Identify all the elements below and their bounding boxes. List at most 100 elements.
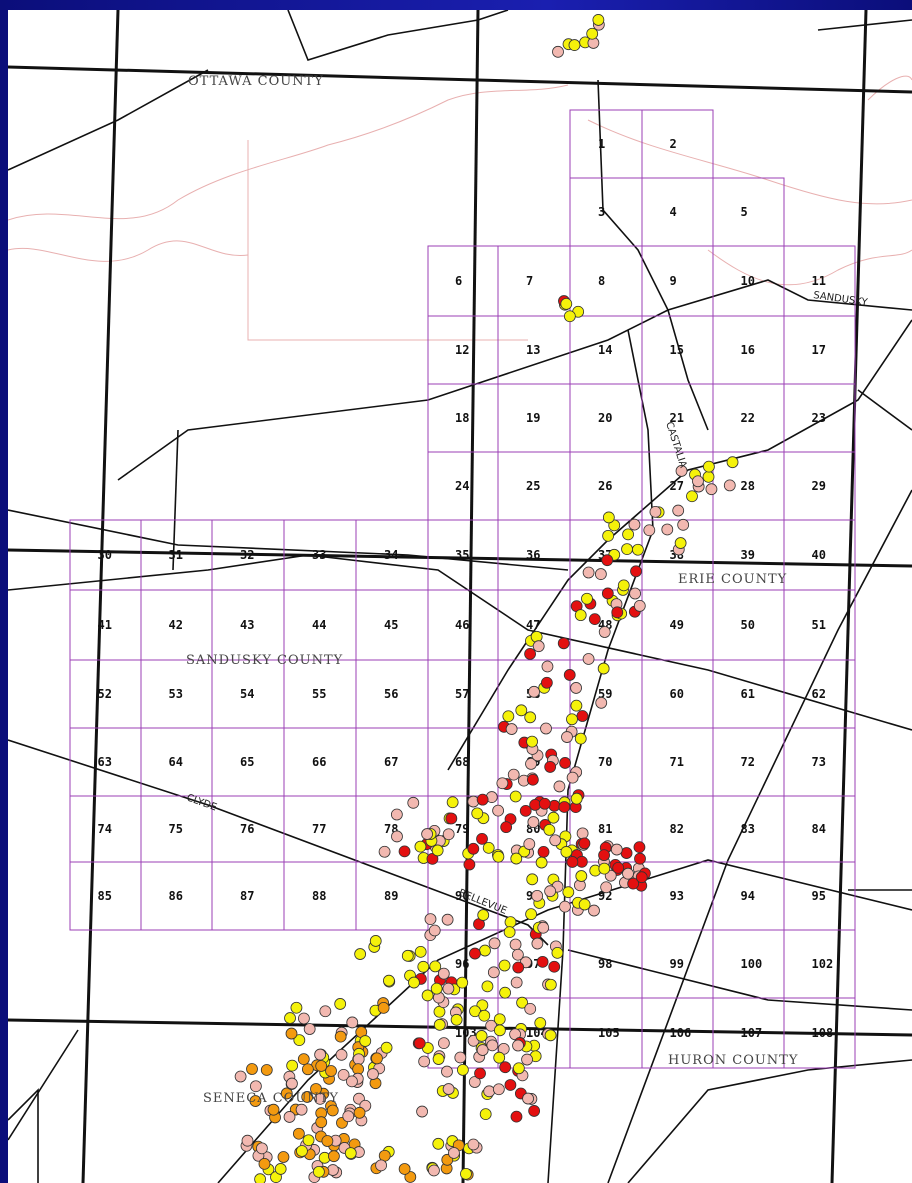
occurrence-point xyxy=(454,1051,467,1064)
occurrence-point xyxy=(476,793,489,806)
occurrence-point xyxy=(568,39,581,51)
occurrence-point xyxy=(570,699,583,712)
occurrence-point xyxy=(617,579,630,592)
occurrence-point xyxy=(284,1012,296,1024)
occurrence-point xyxy=(408,976,420,989)
grid-cell-number: 26 xyxy=(598,479,612,493)
occurrence-point xyxy=(522,1092,534,1105)
occurrence-point xyxy=(600,881,613,894)
occurrence-point xyxy=(574,609,587,622)
occurrence-point xyxy=(321,1135,334,1147)
grid-cell xyxy=(783,997,856,1069)
grid-cell-number: 2 xyxy=(670,137,677,151)
occurrence-point xyxy=(474,1067,486,1080)
grid-cell-number: 41 xyxy=(98,618,112,632)
occurrence-point xyxy=(241,1134,254,1147)
occurrence-point xyxy=(528,1105,541,1117)
occurrence-point xyxy=(442,1083,455,1095)
occurrence-point xyxy=(254,1173,267,1183)
occurrence-point xyxy=(383,974,395,987)
occurrence-point xyxy=(675,465,688,477)
occurrence-point xyxy=(298,1012,310,1025)
occurrence-point xyxy=(559,757,571,769)
grid-cell-number: 14 xyxy=(598,343,612,357)
occurrence-point xyxy=(549,834,562,847)
occurrence-point xyxy=(431,844,444,857)
occurrence-point xyxy=(260,1064,273,1076)
grid-cell-number: 63 xyxy=(98,755,112,769)
occurrence-point xyxy=(634,852,646,865)
occurrence-point xyxy=(519,804,532,817)
occurrence-point xyxy=(557,637,570,650)
grid-cell-number: 39 xyxy=(741,548,755,562)
grid-cell xyxy=(712,177,785,247)
occurrence-point xyxy=(692,475,704,488)
occurrence-point xyxy=(588,904,600,917)
occurrence-point xyxy=(543,823,556,836)
occurrence-point xyxy=(499,986,511,999)
occurrence-point xyxy=(531,937,544,950)
occurrence-point xyxy=(612,861,625,874)
occurrence-point xyxy=(633,841,646,854)
grid-cell-number: 28 xyxy=(741,479,755,493)
occurrence-point xyxy=(702,470,715,483)
occurrence-point xyxy=(493,1051,506,1064)
occurrence-point xyxy=(512,961,525,974)
lake-shoreline xyxy=(8,75,912,341)
occurrence-point xyxy=(421,828,434,840)
township-grid xyxy=(69,109,856,1069)
occurrence-point xyxy=(414,945,427,958)
occurrence-point xyxy=(353,1106,366,1119)
occurrence-point xyxy=(702,460,715,473)
grid-cell-number: 81 xyxy=(598,822,612,836)
occurrence-point xyxy=(570,792,583,805)
occurrence-point xyxy=(258,1157,271,1170)
occurrence-point xyxy=(359,1035,372,1047)
occurrence-point xyxy=(510,852,523,865)
grid-cell-number: 68 xyxy=(455,755,469,769)
occurrence-point xyxy=(574,732,587,745)
occurrence-point xyxy=(450,1013,463,1026)
occurrence-point xyxy=(536,955,549,968)
grid-cell-number: 7 xyxy=(526,274,533,288)
grid-cell-number: 107 xyxy=(741,1026,763,1040)
grid-cell-number: 82 xyxy=(670,822,684,836)
occurrence-point xyxy=(581,592,593,605)
occurrence-point xyxy=(432,1137,445,1150)
occurrence-point xyxy=(674,537,687,549)
occurrence-point xyxy=(525,908,537,921)
occurrence-point xyxy=(629,587,641,600)
occurrence-point xyxy=(498,959,511,972)
occurrence-point xyxy=(602,511,615,524)
occurrence-point xyxy=(380,1041,393,1054)
grid-cell-number: 1 xyxy=(598,137,605,151)
occurrence-point xyxy=(633,599,646,612)
occurrence-point xyxy=(460,1167,472,1180)
grid-cell-number: 104 xyxy=(526,1026,548,1040)
occurrence-point xyxy=(527,816,540,828)
occurrence-point xyxy=(297,1053,310,1066)
occurrence-point xyxy=(482,841,495,854)
occurrence-point xyxy=(544,761,557,773)
grid-cell-number: 6 xyxy=(455,274,462,288)
occurrence-point xyxy=(488,937,501,950)
roads xyxy=(8,10,912,1183)
grid-cell xyxy=(427,245,499,317)
occurrence-point xyxy=(548,960,561,973)
occurrence-point xyxy=(479,944,491,957)
grid-cell-number: 86 xyxy=(169,889,183,903)
occurrence-point xyxy=(566,771,579,784)
occurrence-point xyxy=(548,799,561,812)
occurrence-point xyxy=(544,978,557,991)
grid-cell-number: 100 xyxy=(741,957,763,971)
occurrence-point xyxy=(346,1075,358,1088)
grid-cell-number: 21 xyxy=(670,411,684,425)
occurrence-point xyxy=(597,662,610,675)
occurrence-point xyxy=(575,870,588,882)
occurrence-point xyxy=(413,1037,426,1050)
occurrence-point xyxy=(578,898,591,911)
occurrence-point xyxy=(509,938,522,951)
grid-cell-number: 83 xyxy=(741,822,755,836)
occurrence-point xyxy=(476,1044,489,1056)
occurrence-point xyxy=(524,711,537,724)
